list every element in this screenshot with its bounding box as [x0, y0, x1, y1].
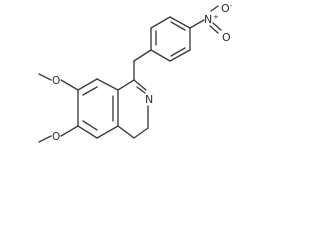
chemical-structure-drawing: O - N + O N O O — [38, 2, 233, 143]
lower-methoxy-oxygen-label: O — [52, 131, 60, 143]
nitro-oxygen-bottom-label: O — [222, 31, 231, 44]
bond — [169, 16, 191, 29]
bond — [96, 78, 119, 91]
nitro-nitrogen-label: N — [204, 13, 212, 26]
bond — [38, 73, 52, 81]
bond — [38, 135, 52, 143]
nitro-oxygen-minus-charge: - — [230, 2, 233, 10]
bond — [60, 79, 79, 91]
double-bond — [209, 25, 219, 34]
aromatic-bond — [82, 120, 98, 131]
aromatic-bond — [82, 86, 98, 96]
bond — [133, 49, 152, 62]
bond — [77, 78, 98, 91]
aromatic-bond — [170, 21, 186, 31]
bond — [117, 125, 135, 139]
bond — [133, 79, 147, 91]
bond — [60, 125, 79, 137]
aromatic-bond — [170, 47, 186, 57]
bond — [189, 19, 205, 29]
bond — [210, 5, 219, 12]
bond — [150, 49, 171, 62]
bond — [133, 127, 149, 139]
bond — [96, 125, 119, 139]
nitro-nitrogen-plus-charge: + — [213, 13, 219, 21]
bond — [117, 79, 135, 91]
double-bond — [212, 22, 222, 31]
nitro-oxygen-top-label: O — [221, 2, 230, 15]
bond — [150, 16, 171, 29]
upper-methoxy-oxygen-label: O — [52, 75, 60, 87]
double-bond — [136, 86, 146, 94]
bond — [77, 125, 98, 139]
structure-canvas: O - N + O N O O — [38, 2, 233, 143]
ring-nitrogen-label: N — [145, 93, 153, 106]
bond — [169, 49, 191, 62]
